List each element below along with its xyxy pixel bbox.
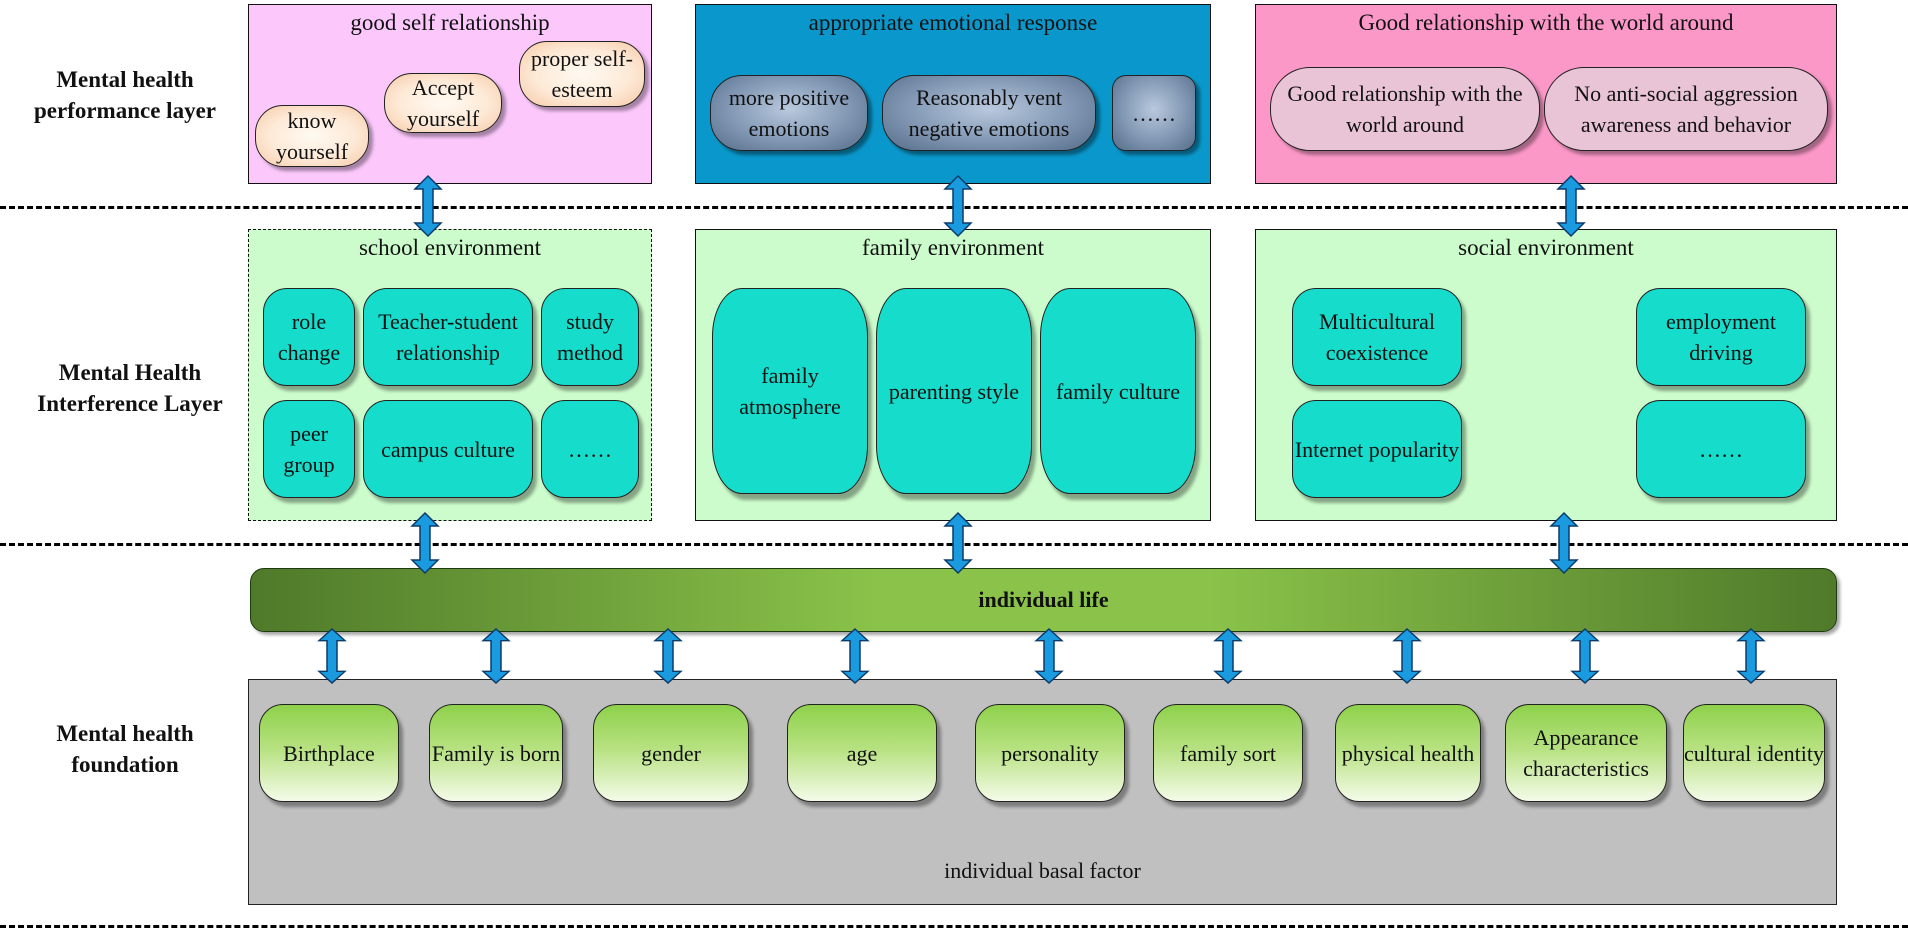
pill-birthplace: Birthplace: [259, 704, 399, 802]
individual-life-bar: individual life: [250, 568, 1837, 632]
pill-proper-self-esteem: proper self-esteem: [519, 41, 645, 107]
layer-label-performance: Mental health performance layer: [33, 67, 216, 123]
layer-label-interference: Mental Health Interference Layer: [37, 360, 223, 416]
pill-ellipsis: ……: [1112, 75, 1196, 151]
panel-social-environment: social environment Multicultural coexist…: [1255, 229, 1837, 521]
double-arrow-icon: [1214, 628, 1242, 684]
panel-title: good self relationship: [350, 10, 550, 35]
pill-role-change: role change: [263, 288, 355, 386]
pill-internet-popularity: Internet popularity: [1292, 400, 1462, 498]
pill-world-relationship: Good relationship with the world around: [1270, 67, 1540, 151]
pill-age: age: [787, 704, 937, 802]
double-arrow-icon: [1737, 628, 1765, 684]
pill-know-yourself: know yourself: [255, 105, 369, 167]
pill-teacher-student: Teacher-student relationship: [363, 288, 533, 386]
pill-cultural-identity: cultural identity: [1683, 704, 1825, 802]
pill-family-culture: family culture: [1040, 288, 1196, 494]
pill-vent-negative-emotions: Reasonably vent negative emotions: [882, 75, 1096, 151]
pill-study-method: study method: [541, 288, 639, 386]
pill-anti-social: No anti-social aggression awareness and …: [1544, 67, 1828, 151]
panel-foundation: Birthplace Family is born gender age per…: [248, 679, 1837, 905]
pill-ellipsis: ……: [541, 400, 639, 498]
double-arrow-icon: [1393, 628, 1421, 684]
pill-personality: personality: [975, 704, 1125, 802]
separator-top: [0, 206, 1908, 209]
pill-positive-emotions: more positive emotions: [710, 75, 868, 151]
pill-family-born: Family is born: [429, 704, 563, 802]
pill-employment-driving: employment driving: [1636, 288, 1806, 386]
pill-multicultural: Multicultural coexistence: [1292, 288, 1462, 386]
pill-appearance: Appearance characteristics: [1505, 704, 1667, 802]
panel-title: social environment: [1458, 235, 1634, 260]
separator-bottom: [0, 925, 1908, 928]
layer-label-foundation: Mental health foundation: [56, 721, 194, 777]
panel-title: family environment: [861, 235, 1045, 260]
double-arrow-icon: [654, 628, 682, 684]
panel-school-environment: school environment role change Teacher-s…: [248, 229, 652, 521]
double-arrow-icon: [1571, 628, 1599, 684]
panel-family-environment: family environment family atmosphere par…: [695, 229, 1211, 521]
pill-ellipsis: ……: [1636, 400, 1806, 498]
double-arrow-icon: [841, 628, 869, 684]
pill-family-atmosphere: family atmosphere: [712, 288, 868, 494]
double-arrow-icon: [318, 628, 346, 684]
panel-title: appropriate emotional response: [808, 10, 1098, 35]
pill-campus-culture: campus culture: [363, 400, 533, 498]
separator-middle: [0, 543, 1908, 546]
foundation-caption: individual basal factor: [944, 858, 1141, 883]
pill-parenting-style: parenting style: [876, 288, 1032, 494]
panel-title: school environment: [358, 235, 542, 260]
panel-title: Good relationship with the world around: [1358, 10, 1734, 35]
double-arrow-icon: [482, 628, 510, 684]
panel-self-relationship: good self relationship know yourself Acc…: [248, 4, 652, 184]
pill-gender: gender: [593, 704, 749, 802]
pill-peer-group: peer group: [263, 400, 355, 498]
panel-world-relationship: Good relationship with the world around …: [1255, 4, 1837, 184]
panel-emotional-response: appropriate emotional response more posi…: [695, 4, 1211, 184]
pill-accept-yourself: Accept yourself: [384, 73, 502, 133]
pill-physical-health: physical health: [1335, 704, 1481, 802]
pill-family-sort: family sort: [1153, 704, 1303, 802]
double-arrow-icon: [1035, 628, 1063, 684]
